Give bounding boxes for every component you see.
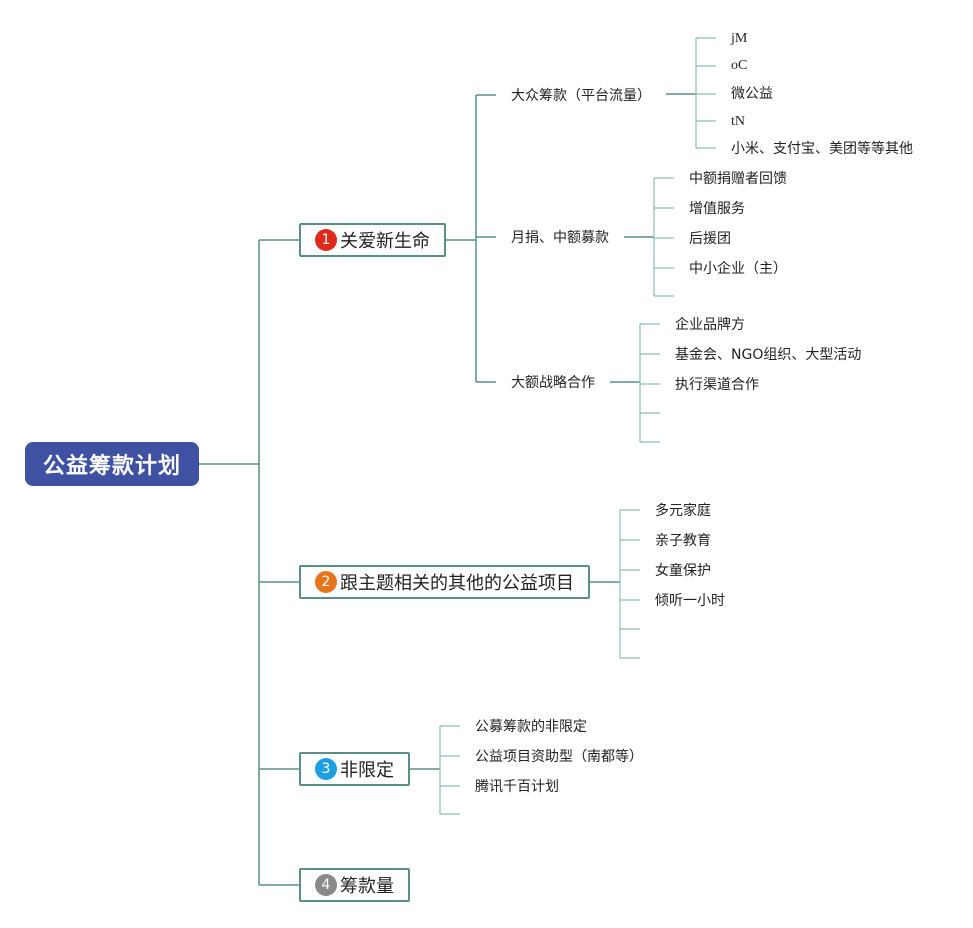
topic-label: 筹款量 <box>340 876 394 897</box>
leaf[interactable]: 增值服务 <box>689 201 745 217</box>
leaf[interactable]: 中小企业（主） <box>689 261 787 277</box>
topic-4[interactable]: 4 筹款量 <box>299 868 410 902</box>
leaf[interactable]: 执行渠道合作 <box>675 377 759 393</box>
leaf[interactable]: 公益项目资助型（南都等） <box>475 749 643 765</box>
leaf[interactable]: 多元家庭 <box>655 503 711 519</box>
number-badge-1: 1 <box>315 229 337 251</box>
subtopic-strategic-cooperation[interactable]: 大额战略合作 <box>511 375 595 391</box>
subtopic-monthly-donation[interactable]: 月捐、中额募款 <box>511 230 609 246</box>
leaf[interactable]: 倾听一小时 <box>655 593 725 609</box>
leaf[interactable]: 企业品牌方 <box>675 317 745 333</box>
leaf[interactable]: 腾讯千百计划 <box>475 779 559 795</box>
leaf[interactable]: 女童保护 <box>655 563 711 579</box>
root-topic[interactable]: 公益筹款计划 <box>25 442 199 486</box>
topic-label: 关爱新生命 <box>340 231 430 252</box>
leaf[interactable]: 小米、支付宝、美团等等其他 <box>731 141 913 157</box>
number-badge-3: 3 <box>315 758 337 780</box>
topic-3[interactable]: 3 非限定 <box>299 752 410 786</box>
leaf[interactable]: 后援团 <box>689 231 731 247</box>
subtopic-mass-fundraising[interactable]: 大众筹款（平台流量） <box>511 88 651 104</box>
leaf[interactable]: 微公益 <box>731 86 773 102</box>
leaf[interactable]: 中额捐赠者回馈 <box>689 171 787 187</box>
leaf[interactable]: tN <box>731 114 745 129</box>
number-badge-2: 2 <box>315 571 337 593</box>
leaf[interactable]: jM <box>731 31 748 46</box>
leaf[interactable]: 亲子教育 <box>655 533 711 549</box>
number-badge-4: 4 <box>315 874 337 896</box>
leaf[interactable]: oC <box>731 58 748 73</box>
topic-2[interactable]: 2 跟主题相关的其他的公益项目 <box>299 565 590 599</box>
leaf[interactable]: 基金会、NGO组织、大型活动 <box>675 347 862 363</box>
topic-label: 非限定 <box>340 760 394 781</box>
topic-1[interactable]: 1 关爱新生命 <box>299 223 446 257</box>
topic-label: 跟主题相关的其他的公益项目 <box>340 573 574 594</box>
leaf[interactable]: 公募筹款的非限定 <box>475 719 587 735</box>
